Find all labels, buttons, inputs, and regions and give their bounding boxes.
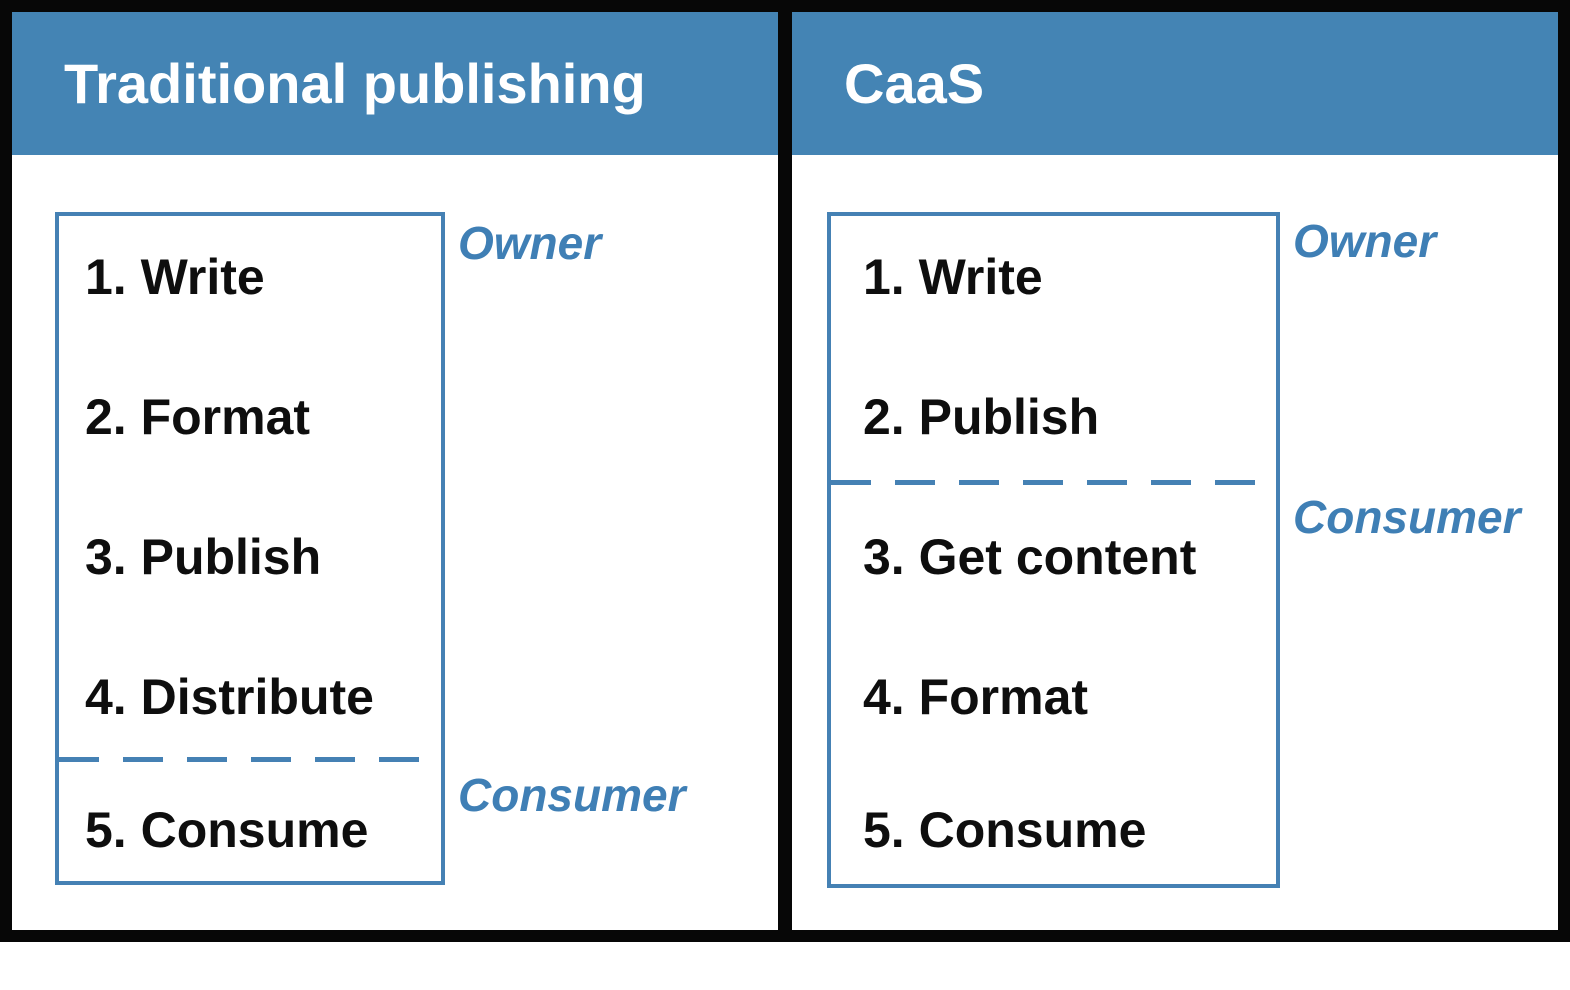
- traditional-step-write: 1. Write: [85, 249, 265, 305]
- traditional-steps-box: 1. Write 2. Format 3. Publish 4. Distrib…: [55, 212, 445, 885]
- caas-owner-label: Owner: [1293, 215, 1437, 267]
- traditional-step-publish: 3. Publish: [85, 529, 322, 585]
- traditional-step-format: 2. Format: [85, 389, 311, 445]
- traditional-owner-consumer-divider: [59, 757, 441, 762]
- caas-step-write: 1. Write: [863, 249, 1043, 305]
- caas-step-publish: 2. Publish: [863, 389, 1100, 445]
- caas-step-format: 4. Format: [863, 669, 1089, 725]
- caas-step-consume: 5. Consume: [863, 802, 1147, 858]
- panel-traditional-header: Traditional publishing: [12, 12, 778, 155]
- caas-steps-box: 1. Write 2. Publish 3. Get content 4. Fo…: [827, 212, 1280, 888]
- panel-caas-header: CaaS: [792, 12, 1558, 155]
- caas-step-get-content: 3. Get content: [863, 529, 1197, 585]
- caas-consumer-label: Consumer: [1293, 491, 1521, 543]
- caas-owner-consumer-divider: [831, 480, 1276, 485]
- traditional-step-consume: 5. Consume: [85, 802, 369, 858]
- traditional-owner-label: Owner: [458, 217, 602, 269]
- traditional-step-distribute: 4. Distribute: [85, 669, 374, 725]
- traditional-consumer-label: Consumer: [458, 769, 686, 821]
